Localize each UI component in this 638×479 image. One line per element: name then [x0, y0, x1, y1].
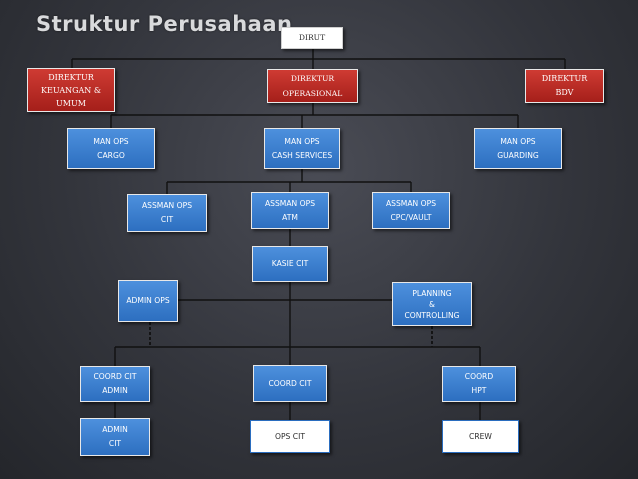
box-direktur-keuangan: DIREKTUR KEUANGAN & UMUM: [27, 68, 115, 112]
box-dirut: DIRUT: [281, 27, 343, 49]
box-kasie-cit: KASIE CIT: [252, 246, 328, 282]
box-assman-ops-cit: ASSMAN OPS CIT: [127, 194, 207, 232]
box-direktur-operasional: DIREKTUR OPERASIONAL: [267, 69, 358, 103]
box-coord-cit-admin: COORD CIT ADMIN: [80, 366, 150, 402]
box-assman-ops-cpc-vault: ASSMAN OPS CPC/VAULT: [372, 192, 450, 229]
box-man-ops-cash-services: MAN OPS CASH SERVICES: [264, 128, 340, 169]
box-planning-controlling: PLANNING & CONTROLLING: [392, 282, 472, 326]
box-ops-cit: OPS CIT: [250, 420, 330, 453]
box-man-ops-cargo: MAN OPS CARGO: [67, 128, 155, 169]
box-assman-ops-atm: ASSMAN OPS ATM: [251, 192, 329, 229]
box-admin-ops: ADMIN OPS: [118, 280, 178, 322]
box-coord-hpt: COORD HPT: [442, 366, 516, 402]
box-man-ops-guarding: MAN OPS GUARDING: [474, 128, 562, 169]
page-title: Struktur Perusahaan: [36, 12, 293, 36]
box-admin-cit: ADMIN CIT: [80, 418, 150, 456]
box-coord-cit: COORD CIT: [253, 365, 327, 402]
box-crew: CREW: [442, 420, 519, 453]
box-direktur-bdv: DIREKTUR BDV: [525, 69, 604, 103]
